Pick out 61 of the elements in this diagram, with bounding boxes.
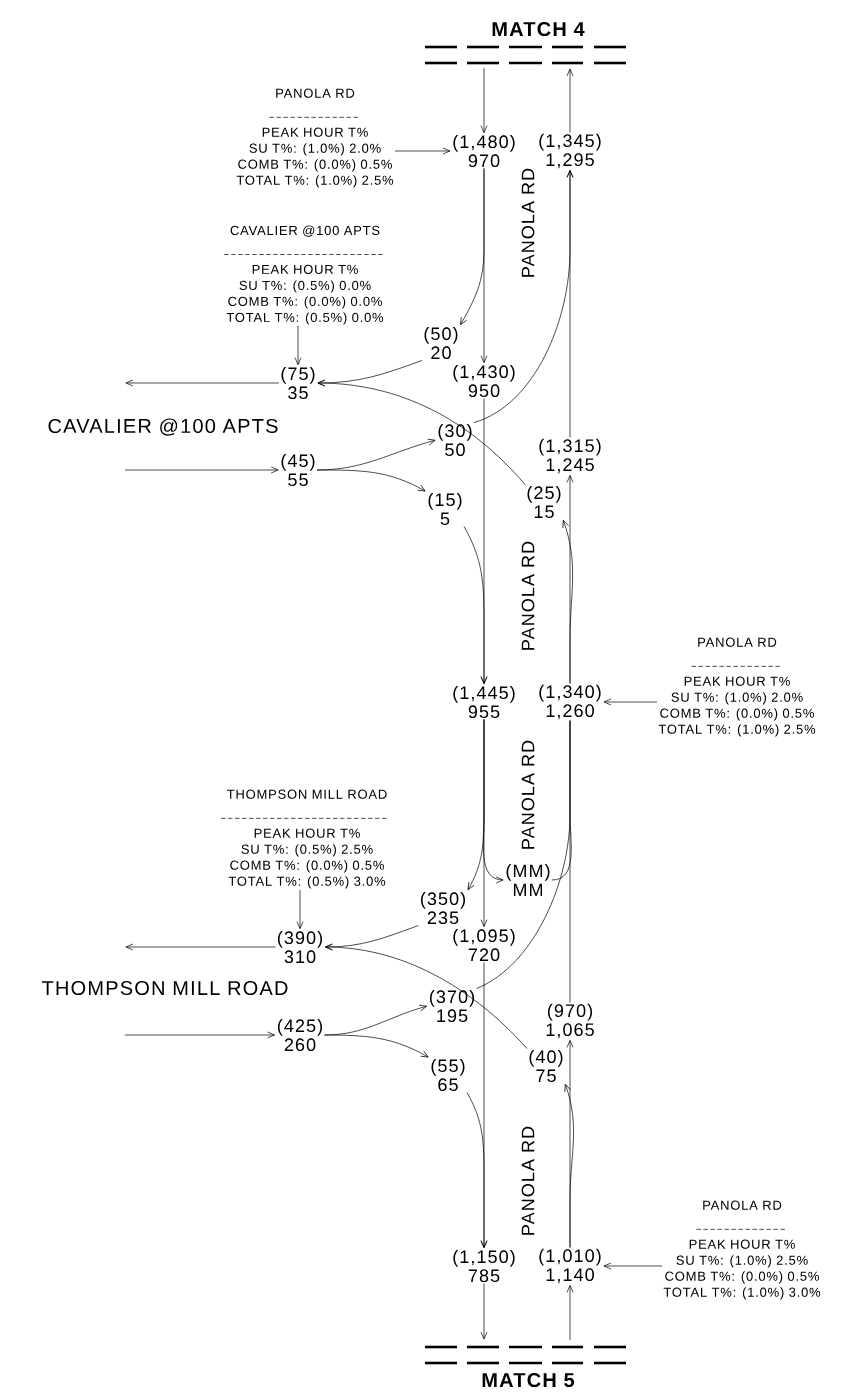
volume-label: (1,150) 785 <box>453 1249 515 1283</box>
volume-label: (1,430) 950 <box>453 364 515 398</box>
traffic-note: THOMPSON MILL ROAD PEAK HOUR T% SU T%: (0.5%) 2.5% COMB T%: (0.0%) 0.5% TOTAL T%: (0.5%) 3.0% <box>220 789 387 889</box>
volume-label: (45) 55 <box>281 453 315 487</box>
volume-label: (55) 65 <box>431 1058 465 1092</box>
arrow <box>482 719 504 884</box>
volume-label: (425) 260 <box>277 1018 323 1052</box>
arrow <box>394 147 451 155</box>
traffic-note: CAVALIER @100 APTS PEAK HOUR T% SU T%: (0.5%) 0.0% COMB T%: (0.0%) 0.0% TOTAL T%: (0.5%) 0.0% <box>223 225 384 325</box>
arrow <box>603 698 658 706</box>
volume-label: (970) 1,065 <box>546 1003 594 1039</box>
volume-label: (1,340) 1,260 <box>539 684 601 720</box>
arrow <box>124 466 279 474</box>
arrow <box>603 1262 663 1270</box>
arrow <box>317 379 526 485</box>
arrow <box>296 889 304 929</box>
road-name: PANOLA RD <box>521 1126 535 1235</box>
volume-label: (25) 15 <box>527 485 561 519</box>
volume-label: (1,480) 970 <box>453 134 515 168</box>
match-line-label: MATCH 5 <box>482 1372 575 1388</box>
road-name: CAVALIER @100 APTS <box>48 418 278 436</box>
arrow <box>480 67 488 133</box>
arrow <box>566 170 574 438</box>
arrow <box>125 379 280 387</box>
arrow <box>325 943 528 1049</box>
volume-label: (1,315) 1,245 <box>539 438 601 474</box>
arrow <box>294 325 302 365</box>
volume-label: (370) 195 <box>429 989 475 1023</box>
arrow <box>125 943 276 951</box>
traffic-note: PANOLA RD PEAK HOUR T% SU T%: (1.0%) 2.5% COMB T%: (0.0%) 0.5% TOTAL T%: (1.0%) 3.0% <box>663 1200 821 1300</box>
volume-label: (75) 35 <box>281 366 315 400</box>
arrow <box>566 1285 574 1341</box>
arrow <box>460 168 485 326</box>
volume-label: (1,345) 1,295 <box>539 133 601 169</box>
arrow <box>564 1083 574 1248</box>
road-name: PANOLA RD <box>521 740 535 849</box>
traffic-note: PANOLA RD PEAK HOUR T% SU T%: (1.0%) 2.0% COMB T%: (0.0%) 0.5% TOTAL T%: (1.0%) 2.5% <box>236 88 394 188</box>
volume-label: (390) 310 <box>277 930 323 964</box>
volume-label: (350) 235 <box>420 891 466 925</box>
road-name: PANOLA RD <box>521 541 535 650</box>
road-name: PANOLA RD <box>521 168 535 277</box>
match-line-label: MATCH 4 <box>492 21 585 37</box>
volume-label: (1,095) 720 <box>453 928 515 962</box>
volume-label: (30) 50 <box>438 423 472 457</box>
road-name: THOMPSON MILL ROAD <box>42 980 288 996</box>
arrow <box>562 519 573 684</box>
arrow <box>124 1031 275 1039</box>
arrow <box>463 526 488 684</box>
traffic-note: PANOLA RD PEAK HOUR T% SU T%: (1.0%) 2.0% COMB T%: (0.0%) 0.5% TOTAL T%: (1.0%) 2.5% <box>658 637 816 737</box>
volume-label: (40) 75 <box>529 1049 563 1083</box>
connector-line <box>569 720 571 1003</box>
volume-label: (MM) MM <box>506 864 550 897</box>
arrow <box>480 1283 488 1340</box>
arrow <box>324 1034 429 1058</box>
volume-label: (15) 5 <box>428 492 462 526</box>
arrow <box>316 469 426 492</box>
volume-label: (1,445) 955 <box>453 685 515 719</box>
volume-label: (50) 20 <box>424 326 458 360</box>
arrow <box>466 1092 488 1248</box>
arrow <box>566 68 574 133</box>
volume-label: (1,010) 1,140 <box>539 1248 601 1284</box>
